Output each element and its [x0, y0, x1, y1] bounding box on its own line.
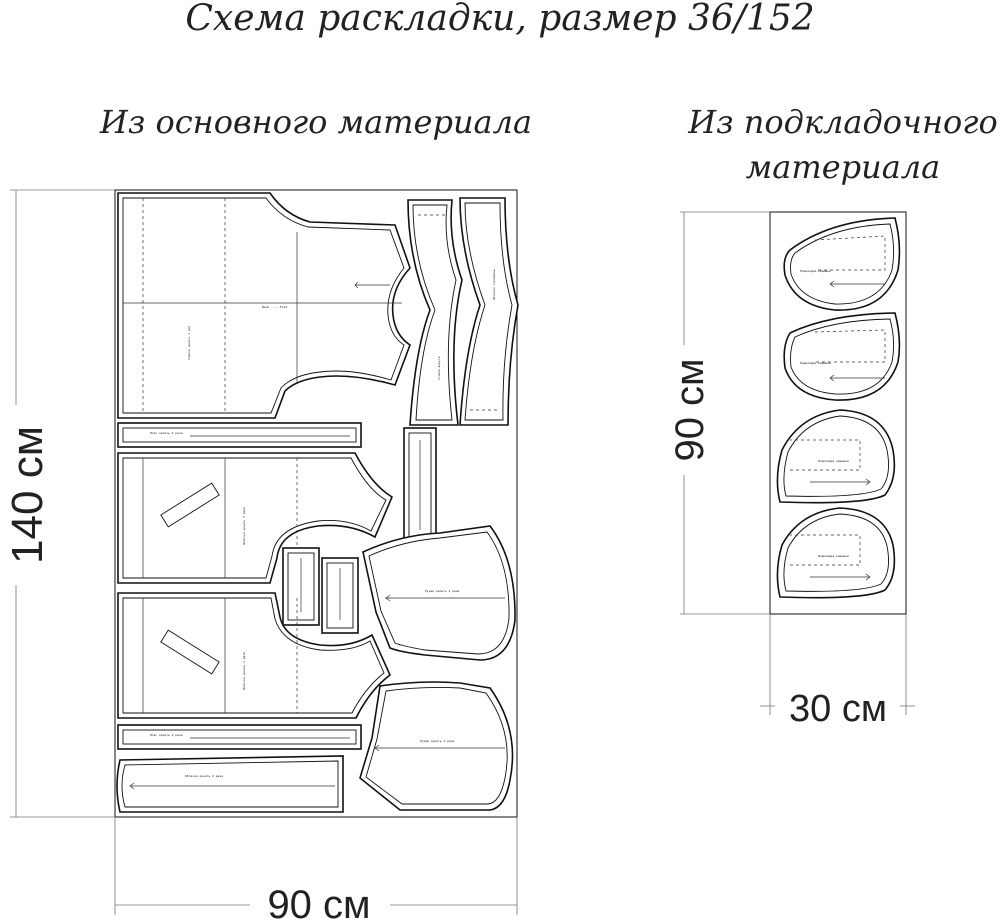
pocket-piece-2: [321, 557, 359, 634]
lining-width-dimension: 30 см: [760, 614, 915, 730]
pocket-bag-2: Подкладка кармана: [783, 312, 901, 401]
main-material-layout: 140 см 90 см Back ---- Fold Спинка кроит…: [3, 189, 519, 922]
front-piece-lower: Полочка кроить 2 раза: [117, 592, 391, 719]
back-piece: Back ---- Fold Спинка кроить 1 раз: [117, 192, 411, 419]
svg-text:Подкладка кармана: Подкладка кармана: [818, 459, 849, 463]
waistband-strip-1: Пояс кроить 2 раза: [117, 422, 362, 448]
lining-material-heading-line2: материала: [746, 148, 941, 186]
svg-text:Пояс кроить 2 раза: Пояс кроить 2 раза: [150, 431, 183, 435]
front-piece-upper: Полочка кроить 2 раза: [117, 452, 394, 584]
pocket-piece-1: [282, 547, 320, 626]
main-width-label: 90 см: [267, 883, 370, 922]
svg-text:Подкладка кармана: Подкладка кармана: [818, 554, 849, 558]
svg-text:Стойка ворота: Стойка ворота: [437, 356, 441, 380]
svg-text:Обтачка кроить 2 раза: Обтачка кроить 2 раза: [185, 773, 223, 778]
svg-text:Полочка кроить 2 раза: Полочка кроить 2 раза: [242, 507, 246, 545]
svg-text:Рукав кроить 2 раза: Рукав кроить 2 раза: [425, 589, 460, 593]
svg-text:Рукав кроить 2 раза: Рукав кроить 2 раза: [420, 739, 455, 743]
svg-text:Подкладка кармана: Подкладка кармана: [800, 361, 831, 365]
page-title: Схема раскладки, размер 36/152: [185, 0, 814, 39]
svg-text:Пояс кроить 2 раза: Пояс кроить 2 раза: [150, 733, 183, 737]
lining-material-heading-line1: Из подкладочного: [687, 103, 997, 141]
waistband-strip-2: Пояс кроить 2 раза: [117, 724, 362, 750]
belt-loop-strip: [403, 427, 437, 544]
pocket-bag-3: Подкладка кармана: [776, 409, 896, 504]
lining-fabric-frame: [769, 211, 907, 615]
lining-material-layout: 90 см 30 см Подкладка кармана Подкладка …: [668, 211, 915, 730]
sleeve-piece-lower: Рукав кроить 2 раза: [359, 681, 514, 811]
main-fabric-frame: [114, 189, 518, 818]
sleeve-piece-upper: Рукав кроить 2 раза: [362, 525, 516, 661]
collar-strip-left: Стойка ворота: [407, 199, 463, 426]
svg-text:Обтачка горловины: Обтачка горловины: [491, 269, 496, 300]
bottom-facing-strip: Обтачка кроить 2 раза: [116, 755, 344, 813]
svg-text:Back ---- Fold: Back ---- Fold: [262, 305, 287, 309]
svg-text:Полочка кроить 2 раза: Полочка кроить 2 раза: [242, 652, 246, 690]
main-width-dimension: 90 см: [114, 817, 518, 922]
main-height-label: 140 см: [3, 426, 52, 564]
pocket-bag-1: Подкладка кармана: [783, 217, 901, 311]
svg-text:Подкладка кармана: Подкладка кармана: [800, 269, 831, 273]
lining-width-label: 30 см: [789, 688, 887, 730]
main-material-heading: Из основного материала: [99, 103, 532, 141]
collar-strip-right: Обтачка горловины: [459, 197, 519, 426]
lining-height-label: 90 см: [668, 358, 712, 461]
main-height-dimension: 140 см: [3, 189, 115, 818]
pocket-bag-4: Подкладка кармана: [776, 507, 896, 599]
lining-height-dimension: 90 см: [668, 211, 770, 615]
svg-text:Спинка кроить 1 раз: Спинка кроить 1 раз: [187, 325, 191, 360]
